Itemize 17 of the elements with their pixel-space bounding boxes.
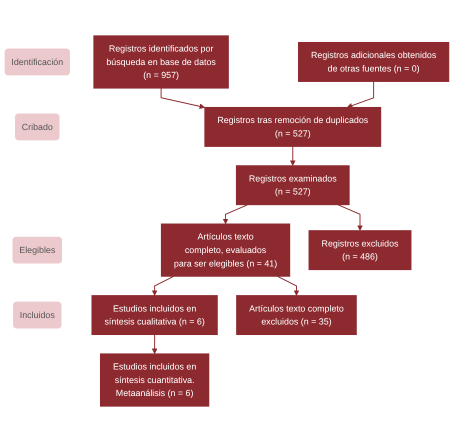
- arrow: [152, 334, 158, 354]
- node-box: Artículos texto completo, evaluados para ser elegibles (n = 41): [160, 224, 290, 277]
- node-box: Registros identificados por búsqueda en base de datos (n = 957): [93, 35, 229, 89]
- arrow: [338, 204, 363, 231]
- arrow: [290, 146, 296, 166]
- node-box: Estudios incluidos en síntesis cualitativa (n = 6): [91, 295, 218, 336]
- arrow: [222, 204, 248, 224]
- node-box: Registros excluidos (n = 486): [308, 230, 412, 270]
- node-box: Artículos texto completo excluidos (n = 35): [236, 295, 357, 336]
- node-box: Estudios incluidos en síntesis cuantitativa. Metaanálisis (n = 6): [100, 353, 210, 407]
- node-box: Registros examinados (n = 527): [236, 165, 350, 206]
- arrow: [160, 88, 205, 110]
- arrow: [152, 276, 174, 296]
- node-box: Registros tras remoción de duplicados (n = 527): [204, 106, 382, 147]
- arrow: [347, 81, 374, 108]
- arrow: [277, 276, 300, 296]
- node-box: Registros adicionales obtenidos de otras fuentes (n = 0): [298, 42, 450, 82]
